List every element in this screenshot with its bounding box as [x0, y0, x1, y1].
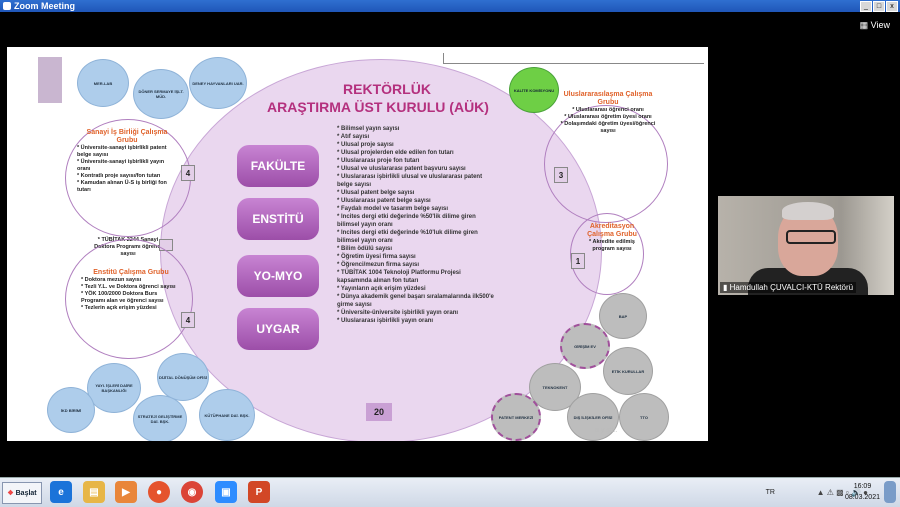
zoom-title-bar: Zoom Meeting _ □ x [0, 0, 900, 12]
show-desktop-button[interactable] [884, 481, 896, 503]
windows-logo-icon: ❖ [7, 490, 14, 497]
criteria-item: * Yayınların açık erişim yüzdesi [337, 286, 426, 292]
maximize-button[interactable]: □ [873, 1, 885, 12]
box-yo-myo: YO-MYO [237, 255, 319, 297]
criteria-list: * Bilimsel yayın sayısı * Atıf sayısı * … [337, 125, 497, 325]
start-button[interactable]: ❖Başlat [2, 482, 42, 504]
criteria-item: * TÜBİTAK 1004 Teknoloji Platformu Proje… [337, 270, 461, 284]
slide-corner-bar [38, 57, 62, 103]
circle-kutuphane: KÜTÜPHANE DAİ. BŞK. [199, 389, 255, 441]
sanayi-count: 4 [181, 165, 195, 181]
circle-deney-hayvanlari: DENEY HAYVANLARI UAR. [189, 57, 247, 109]
file-explorer-icon[interactable]: ▤ [83, 481, 105, 503]
circle-tto: TTO [619, 393, 669, 441]
view-grid-icon: ▦ [859, 20, 871, 30]
window-title: Zoom Meeting [14, 1, 75, 11]
criteria-item: * Üniversite-üniversite işbirlikli yayın… [337, 310, 459, 316]
enstitu-count: 4 [181, 312, 195, 328]
circle-bap: BAP [599, 293, 647, 339]
participant-nameplate: ▮ Hamdullah ÇUVALCI-KTÜ Rektörü [720, 282, 857, 293]
criteria-item: * Bilimsel yayın sayısı [337, 126, 400, 132]
criteria-item: * Uluslararası proje fon tutarı [337, 158, 420, 164]
chrome-icon[interactable]: ◉ [181, 481, 203, 503]
sanayi-group-items: * Üniversite-sanayi işbirlikli patent be… [77, 145, 167, 193]
internet-explorer-icon[interactable]: e [50, 481, 72, 503]
ulus-group: Uluslararasılaşma Çalışma Grubu * Ulusla… [560, 91, 656, 135]
sanayi-group: Sanayi İş Birliği Çalışma Grubu * Üniver… [77, 129, 177, 194]
criteria-item: * Incites dergi etki değerinde %10'luk d… [337, 230, 478, 244]
clock-date: 08.03.2021 [844, 494, 880, 501]
enstitu-group-circle [65, 239, 193, 359]
circle-girisim-ev: GİRİŞİM EV [560, 323, 610, 369]
criteria-item: * Dünya akademik genel başarı sıralamala… [337, 294, 494, 308]
shared-slide: MER-LAB DÖNER SERMAYE İŞLT. MÜD. DENEY H… [7, 47, 708, 441]
criteria-item: * Atıf sayısı [337, 134, 370, 140]
circle-etik-kurullar: ETİK KURULLAR [603, 347, 653, 395]
criteria-item: * Uluslararası işbirlikli ulusal ve ulus… [337, 174, 483, 188]
circle-dijital-donusum: DİJİTAL DÖNÜŞÜM OFİSİ [157, 353, 209, 401]
zoom-app-icon [3, 2, 11, 10]
ulus-count: 3 [554, 167, 568, 183]
box-fakulte: FAKÜLTE [237, 145, 319, 187]
window-controls: _ □ x [860, 1, 898, 12]
criteria-item: * Bilim ödülü sayısı [337, 246, 393, 252]
participant-video-tile[interactable]: ▮ Hamdullah ÇUVALCI-KTÜ Rektörü [718, 196, 894, 295]
circle-strateji: STRATEJİ GELİŞTİRME DAİ. BŞK. [133, 395, 187, 441]
criteria-item: * Uluslararası patent belge sayısı [337, 198, 431, 204]
powerpoint-icon[interactable]: P [248, 481, 270, 503]
participant-glasses [786, 230, 836, 244]
sanayi-group-title: Sanayi İş Birliği Çalışma Grubu [86, 129, 168, 144]
akred-group-items: * Akredite edilmiş program sayısı [589, 239, 635, 252]
kalite-komisyonu-circle: KALİTE KOMİSYONU [509, 67, 559, 113]
criteria-item: * Incites dergi etki değerinde %50'lik d… [337, 214, 476, 228]
akred-group-title: Akreditasyon Çalışma Grubu [587, 223, 637, 238]
criteria-item: * Ulusal proje sayısı [337, 142, 394, 148]
box-uygar: UYGAR [237, 308, 319, 350]
slide-top-line [443, 53, 704, 64]
criteria-item: * Ulusal projelerden elde edilen fon tut… [337, 150, 454, 156]
enstitu-group-title: Enstitü Çalışma Grubu [93, 269, 169, 276]
enstitu-group: Enstitü Çalışma Grubu * Doktora mezun sa… [81, 269, 181, 312]
criteria-item: * Öğrenci/mezun firma sayısı [337, 262, 420, 268]
enstitu-group-items: * Doktora mezun sayısı * Tezli Y.L. ve D… [81, 277, 176, 311]
akred-group-circle [570, 213, 644, 295]
criteria-item: * Ulusal patent belge sayısı [337, 190, 415, 196]
criteria-item: * Öğretim üyesi firma sayısı [337, 254, 416, 260]
windows-taskbar: ❖Başlat e ▤ ▶ ● ◉ ▣ P TR ▲ ⚠ ▩ ▫ 🔊 ● 16:… [0, 477, 900, 507]
slide-subtitle: ARAŞTIRMA ÜST KURULU (AÜK) [267, 99, 489, 115]
box-enstitu: ENSTİTÜ [237, 198, 319, 240]
circle-dis-iliskiler: DIŞ İLİŞKİLER OFİSİ [567, 393, 619, 441]
circle-yayin-isleri: YAYI. İŞLERİ DAİRE BAŞKANLIĞI [87, 363, 141, 413]
circle-doner-sermaye: DÖNER SERMAYE İŞLT. MÜD. [133, 69, 189, 119]
view-button[interactable]: ▦ View [859, 20, 890, 30]
firefox-icon[interactable]: ● [148, 481, 170, 503]
signal-bars-icon: ▮ [723, 283, 730, 292]
akred-group: Akreditasyon Çalışma Grubu * Akredite ed… [580, 223, 644, 253]
slide-watermark: u y ştir. [595, 427, 618, 434]
close-button[interactable]: x [886, 1, 898, 12]
participant-hair [782, 202, 834, 220]
ulus-group-title: Uluslararasılaşma Çalışma Grubu [563, 91, 653, 106]
slide-title: REKTÖRLÜK [343, 81, 431, 97]
criteria-item: * Faydalı model ve tasarım belge sayısı [337, 206, 449, 212]
criteria-item: * Uluslararası işbirlikli yayın oranı [337, 318, 434, 324]
clock-time: 16:09 [853, 483, 872, 490]
system-tray-icons[interactable]: ▲ ⚠ ▩ ▫ 🔊 ● [816, 488, 868, 497]
akred-count: 1 [571, 253, 585, 269]
circle-patent-merkezi: PATENT MERKEZİ [491, 393, 541, 441]
zoom-taskbar-icon[interactable]: ▣ [215, 481, 237, 503]
rektorluk-circle [160, 59, 602, 441]
minimize-button[interactable]: _ [860, 1, 872, 12]
ulus-group-items: * Uluslararası öğrenci oranı * Uluslarar… [560, 107, 656, 134]
taskbar-clock[interactable]: 16:09 08.03.2021 [845, 481, 880, 503]
criteria-item: * Ulusal ve uluslararası patent başvuru … [337, 166, 466, 172]
page-number: 20 [366, 403, 392, 421]
circle-ikd-birimi: İKD BİRİMİ [47, 387, 95, 433]
circle-mer-lab: MER-LAB [77, 59, 129, 107]
language-indicator[interactable]: TR [765, 489, 775, 496]
media-player-icon[interactable]: ▶ [115, 481, 137, 503]
